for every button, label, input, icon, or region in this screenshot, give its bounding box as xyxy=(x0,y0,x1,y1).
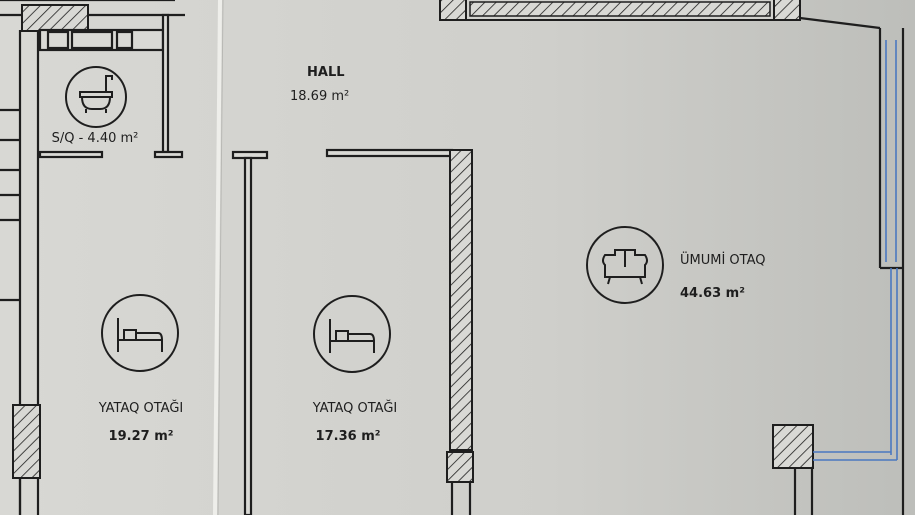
living-room-name: ÜMUMİ OTAQ xyxy=(680,251,766,268)
middle-walls xyxy=(231,148,474,515)
sofa-icon xyxy=(586,226,664,304)
bed-icon xyxy=(313,295,391,373)
hatched-column xyxy=(12,404,41,479)
bedroom-2-name: YATAQ OTAĞI xyxy=(312,400,398,416)
left-walls xyxy=(0,0,185,515)
living-room: ÜMUMİ OTAQ 44.63 m² xyxy=(586,226,766,304)
bathroom: S/Q - 4.40 m² xyxy=(52,66,139,146)
hatched-column xyxy=(772,424,814,469)
top-wall xyxy=(439,0,881,30)
bedroom-2-area: 17.36 m² xyxy=(316,429,381,444)
living-room-area: 44.63 m² xyxy=(680,286,745,301)
hatched-column xyxy=(21,4,89,32)
bed-icon xyxy=(101,294,179,372)
bathtub-icon xyxy=(65,66,127,128)
paper-fold-shadow xyxy=(217,0,224,515)
hatched-wall xyxy=(449,149,473,451)
bedroom-1-area: 19.27 m² xyxy=(109,429,174,444)
right-wall xyxy=(772,28,905,515)
bedroom-1: YATAQ OTAĞI 19.27 m² xyxy=(98,294,184,444)
hall-area: 18.69 m² xyxy=(290,89,349,104)
bedroom-2: YATAQ OTAĞI 17.36 m² xyxy=(312,295,398,444)
paper-fold xyxy=(213,0,222,515)
hall-name: HALL xyxy=(307,65,345,80)
bedroom-1-name: YATAQ OTAĞI xyxy=(98,400,184,416)
bathroom-label: S/Q - 4.40 m² xyxy=(52,131,139,146)
hatched-column xyxy=(446,451,474,483)
